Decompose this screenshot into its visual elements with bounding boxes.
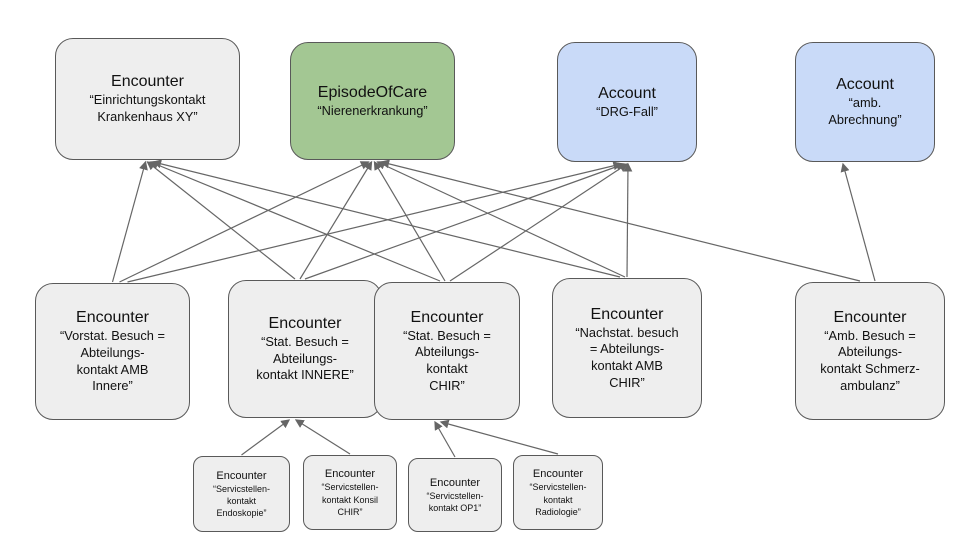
node-subtitle: “Stat. Besuch = Abteilungs- kontakt CHIR…: [403, 327, 491, 393]
node-title: Encounter: [268, 315, 342, 333]
diagram-node-t4: Account“amb. Abrechnung”: [795, 42, 935, 162]
node-subtitle: “amb. Abrechnung”: [828, 95, 902, 127]
edge-m2-to-t2: [299, 160, 373, 280]
node-subtitle: “Servicstellen- kontakt Endoskopie”: [212, 483, 270, 519]
edge-b3-to-m3: [434, 420, 456, 458]
node-subtitle: “DRG-Fall”: [596, 103, 658, 119]
diagram-node-t3: Account“DRG-Fall”: [557, 42, 697, 162]
node-title: Encounter: [324, 468, 376, 481]
node-subtitle: “Nierenerkrankung”: [317, 102, 428, 118]
edge-m3-to-t3: [449, 163, 629, 282]
edge-m4-to-t3: [623, 162, 633, 278]
node-subtitle: “Amb. Besuch = Abteilungs- kontakt Schme…: [820, 327, 920, 393]
edge-b1-to-m2: [241, 419, 291, 456]
node-title: Encounter: [833, 308, 907, 326]
diagram-node-b4: Encounter“Servicstellen- kontakt Radiolo…: [513, 455, 603, 530]
node-title: Encounter: [216, 469, 267, 482]
node-subtitle: “Servicstellen- kontakt Radiologie”: [529, 482, 587, 517]
node-title: Encounter: [410, 308, 484, 326]
node-title: Encounter: [76, 309, 149, 327]
edge-m4-to-t2: [376, 161, 626, 278]
edge-b4-to-m3: [439, 419, 559, 455]
node-title: Encounter: [111, 73, 184, 91]
diagram-node-m1: Encounter“Vorstat. Besuch = Abteilungs- …: [35, 283, 190, 420]
diagram-node-b3: Encounter “Servicstellen- kontakt OP1”: [408, 458, 502, 532]
node-title: Encounter: [532, 468, 584, 481]
diagram-node-t1: Encounter“Einrichtungskontakt Krankenhau…: [55, 38, 240, 160]
diagram-node-t2: EpisodeOfCare“Nierenerkrankung”: [290, 42, 455, 160]
node-subtitle: “Einrichtungskontakt Krankenhaus XY”: [89, 92, 206, 124]
node-title: Account: [836, 76, 894, 94]
edge-m2-to-t3: [304, 162, 626, 280]
node-title: Encounter: [590, 305, 664, 323]
edge-b2-to-m2: [294, 419, 351, 455]
diagram-node-m3: Encounter“Stat. Besuch = Abteilungs- kon…: [374, 282, 520, 420]
node-subtitle: “Nachstat. besuch = Abteilungs- kontakt …: [575, 324, 679, 390]
node-subtitle: “Servicstellen- kontakt OP1”: [426, 491, 484, 514]
edge-m3-to-t2: [373, 160, 446, 282]
diagram-node-b2: Encounter“Servicstellen- kontakt Konsil …: [303, 455, 397, 530]
edge-m1-to-t2: [119, 161, 370, 283]
node-title: Account: [598, 84, 656, 102]
diagram-node-m5: Encounter“Amb. Besuch = Abteilungs- kont…: [795, 282, 945, 420]
edge-m5-to-t4: [840, 162, 876, 282]
edge-m1-to-t1: [111, 160, 148, 283]
diagram-node-b1: Encounter“Servicstellen- kontakt Endosko…: [193, 456, 290, 532]
node-subtitle: “Servicstellen- kontakt Konsil CHIR”: [321, 482, 379, 517]
diagram-node-m4: Encounter“Nachstat. besuch = Abteilungs-…: [552, 278, 702, 418]
node-title: Encounter: [429, 476, 481, 489]
node-subtitle: “Stat. Besuch = Abteilungs- kontakt INNE…: [256, 334, 354, 383]
edge-m5-to-t2: [380, 159, 861, 282]
node-subtitle: “Vorstat. Besuch = Abteilungs- kontakt A…: [60, 328, 165, 394]
edge-m1-to-t3: [127, 161, 623, 283]
edge-m2-to-t1: [146, 161, 296, 280]
diagram-node-m2: Encounter“Stat. Besuch = Abteilungs- kon…: [228, 280, 382, 418]
edge-m3-to-t1: [149, 160, 441, 282]
node-title: EpisodeOfCare: [317, 83, 428, 101]
